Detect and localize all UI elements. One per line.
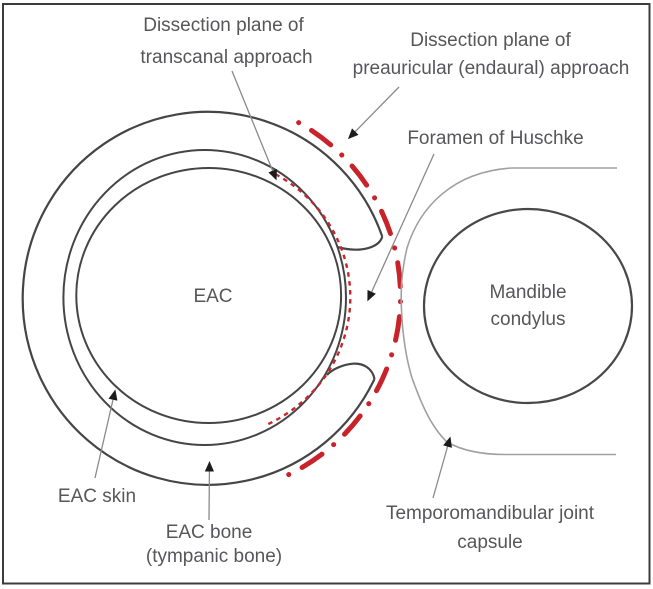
svg-text:condylus: condylus [491,309,566,330]
svg-text:(tympanic bone): (tympanic bone) [146,546,282,567]
svg-text:Foramen of Huschke: Foramen of Huschke [407,128,583,149]
svg-text:EAC bone: EAC bone [166,522,253,543]
svg-text:EAC skin: EAC skin [58,486,136,507]
svg-text:EAC: EAC [193,286,232,307]
svg-text:Temporomandibular joint: Temporomandibular joint [386,503,595,524]
svg-text:Dissection plane of: Dissection plane of [410,30,571,51]
svg-text:transcanal approach: transcanal approach [140,47,312,68]
svg-text:capsule: capsule [457,532,523,553]
svg-text:Mandible: Mandible [489,282,566,303]
svg-text:preauricular (endaural) approa: preauricular (endaural) approach [353,58,630,79]
svg-text:Dissection plane of: Dissection plane of [143,15,304,36]
